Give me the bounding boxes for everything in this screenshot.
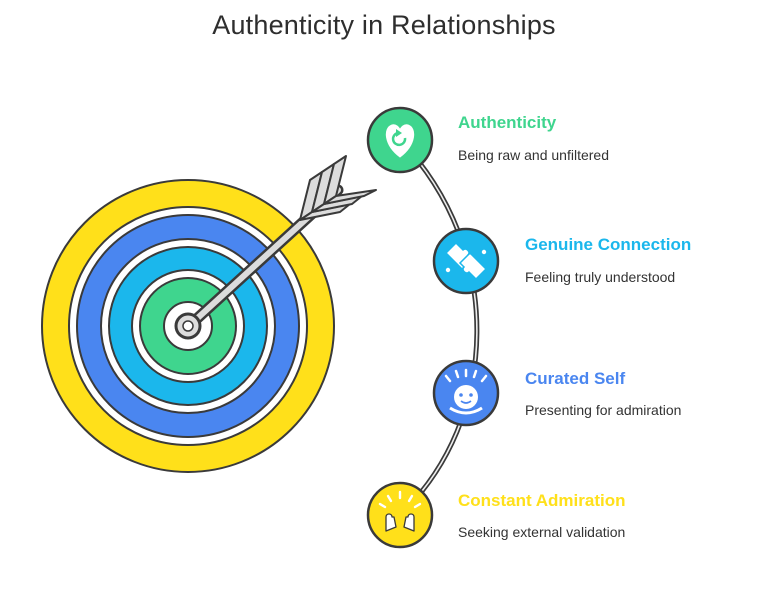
target-ring-4 bbox=[141, 279, 235, 373]
applause-hands-icon bbox=[378, 490, 422, 532]
stage-desc-curated-self: Presenting for admiration bbox=[525, 402, 682, 418]
target-ring-1 bbox=[43, 181, 333, 471]
connector-curve bbox=[398, 138, 480, 517]
heart-refresh-icon bbox=[385, 124, 415, 158]
stage-heading-curated-self: Curated Self bbox=[525, 369, 626, 388]
stage-circle-authenticity bbox=[366, 106, 434, 174]
arrow-graphic bbox=[174, 155, 377, 340]
target-ring-2 bbox=[78, 216, 298, 436]
stage-desc-genuine-connection: Feeling truly understood bbox=[525, 269, 676, 285]
arrow-fletching bbox=[299, 155, 377, 221]
stage-heading-genuine-connection: Genuine Connection bbox=[525, 235, 692, 254]
stage-desc-authenticity: Being raw and unfiltered bbox=[458, 147, 609, 163]
connector-curve-inner bbox=[399, 139, 478, 516]
stage-circle-curated-self bbox=[432, 359, 500, 427]
stage-heading-authenticity: Authenticity bbox=[458, 113, 557, 132]
target-ring-3 bbox=[110, 248, 266, 404]
stage-desc-constant-admiration: Seeking external validation bbox=[458, 524, 626, 540]
diagram-title: Authenticity in Relationships bbox=[212, 10, 556, 40]
admired-face-icon bbox=[444, 368, 488, 415]
puzzle-pieces-icon bbox=[444, 241, 488, 281]
stage-heading-constant-admiration: Constant Admiration bbox=[458, 491, 626, 510]
stage-circle-constant-admiration bbox=[366, 481, 434, 549]
stage-circle-genuine-connection bbox=[432, 227, 500, 295]
